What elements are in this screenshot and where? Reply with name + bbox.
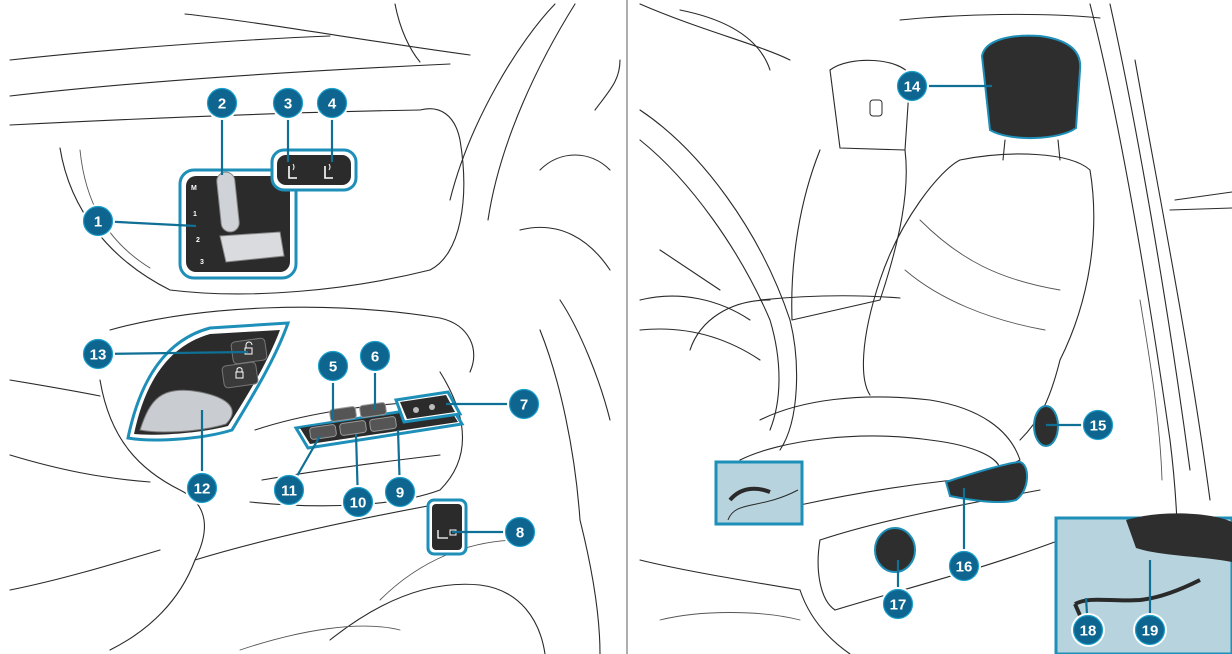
- callout-badge-17: 17: [881, 587, 915, 621]
- callout-badge-5: 5: [316, 349, 350, 383]
- callout-number-5: 5: [329, 359, 337, 376]
- callout-number-11: 11: [281, 483, 297, 500]
- callout-number-9: 9: [396, 485, 404, 502]
- memory-button-3[interactable]: 3: [200, 259, 204, 266]
- callout-badge-8: 8: [503, 515, 537, 549]
- callout-badge-3: 3: [271, 86, 305, 120]
- callout-number-14: 14: [904, 79, 921, 96]
- callout-number-10: 10: [350, 495, 367, 512]
- callout-badge-1: 1: [81, 204, 115, 238]
- callout-number-8: 8: [516, 525, 524, 542]
- callout-number-6: 6: [371, 349, 379, 366]
- callout-number-1: 1: [94, 214, 102, 231]
- callout-badge-16: 16: [947, 549, 981, 583]
- callout-badge-10: 10: [341, 485, 375, 519]
- callout-number-16: 16: [956, 559, 973, 576]
- callout-badge-12: 12: [185, 471, 219, 505]
- callout-number-12: 12: [194, 481, 211, 498]
- callout-number-18: 18: [1080, 623, 1097, 640]
- callout-number-2: 2: [218, 96, 226, 113]
- callout-badge-11: 11: [272, 473, 306, 507]
- callout-badge-19: 19: [1133, 613, 1167, 647]
- memory-button-m[interactable]: M: [191, 185, 197, 192]
- callout-number-17: 17: [890, 597, 907, 614]
- callout-badge-2: 2: [205, 86, 239, 120]
- door-panel-illustration: M 1 2 3: [10, 4, 620, 654]
- memory-button-2[interactable]: 2: [196, 237, 200, 244]
- callout-badge-14: 14: [895, 69, 929, 103]
- callout-badge-13: 13: [81, 337, 115, 371]
- callout-number-15: 15: [1090, 418, 1107, 435]
- callout-badge-6: 6: [358, 339, 392, 373]
- inset-floor-lever: [716, 462, 802, 524]
- callout-badge-7: 7: [507, 387, 541, 421]
- callout-badge-18: 18: [1071, 613, 1105, 647]
- callout-number-7: 7: [520, 397, 528, 414]
- callout-number-13: 13: [90, 347, 107, 364]
- callout-number-3: 3: [284, 96, 292, 113]
- callout-number-19: 19: [1142, 623, 1159, 640]
- seat-illustration: [640, 4, 1232, 654]
- callout-number-4: 4: [328, 96, 337, 113]
- callout-badge-9: 9: [383, 475, 417, 509]
- callout-badge-4: 4: [315, 86, 349, 120]
- callout-badge-15: 15: [1081, 408, 1115, 442]
- memory-button-1[interactable]: 1: [193, 211, 197, 218]
